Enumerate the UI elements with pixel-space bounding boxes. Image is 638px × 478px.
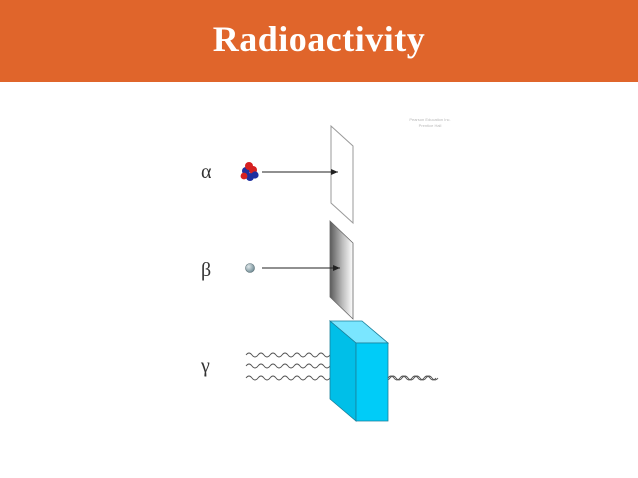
gamma-symbol: γ: [200, 355, 210, 377]
beta-particle-icon: [245, 263, 255, 273]
gamma-wave-1: [245, 352, 343, 358]
aluminum-sheet: [329, 220, 354, 320]
alpha-particle-icon: [240, 162, 259, 181]
beta-symbol: β: [201, 259, 211, 281]
gamma-wave-3-exit: [387, 375, 437, 381]
slide-title: Radioactivity: [212, 19, 426, 59]
paper-sheet: [330, 124, 354, 225]
watermark-line-2: Prentice Hall: [419, 123, 442, 128]
watermark-line-1: Pearson Education Inc.: [409, 117, 450, 122]
title-bar: Radioactivity: [0, 0, 638, 82]
lead-block: [328, 320, 390, 422]
alpha-symbol: α: [201, 161, 212, 183]
